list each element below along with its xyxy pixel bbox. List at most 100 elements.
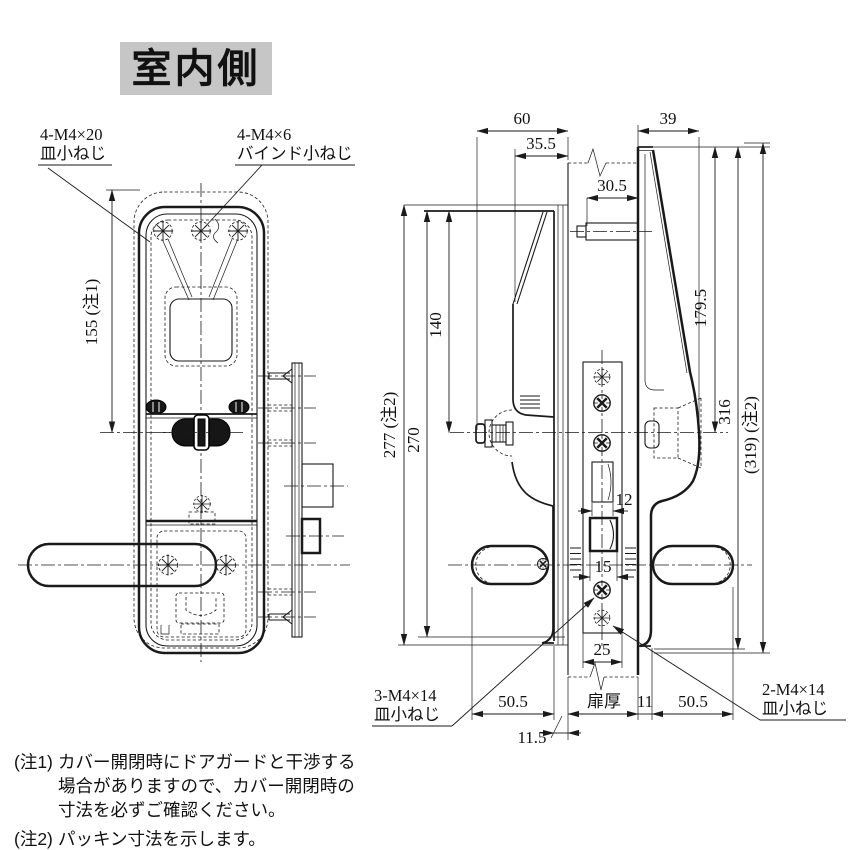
screw-icon bbox=[157, 554, 179, 576]
label-screw-top-center: 4-M4×6 バインド小ねじ bbox=[203, 125, 355, 229]
screw-icon bbox=[152, 220, 174, 242]
mounting-pin-bottom bbox=[258, 609, 316, 625]
leader-line bbox=[47, 167, 151, 243]
label-line1: 2-M4×14 bbox=[762, 680, 824, 699]
hidden-screw-icon bbox=[592, 608, 612, 628]
mounting-pin-top bbox=[258, 368, 316, 384]
faceplate-inner-lines bbox=[294, 363, 300, 637]
latch-box bbox=[301, 463, 334, 508]
note2-tag: (注2) bbox=[14, 829, 53, 849]
hidden-screw-row-3 bbox=[258, 588, 316, 596]
dimension-15: 15 bbox=[573, 552, 634, 581]
deadbolt bbox=[588, 516, 619, 553]
dimension-30-5: 30.5 bbox=[586, 176, 639, 202]
base-lower-face bbox=[541, 506, 554, 644]
cover-outline bbox=[137, 205, 266, 655]
thumbturn-knob-side bbox=[475, 419, 514, 448]
deadbolt-curve bbox=[609, 519, 615, 550]
hidden-stem bbox=[268, 439, 292, 447]
title-background bbox=[120, 42, 272, 95]
dimension-39: 39 bbox=[637, 109, 700, 452]
dimension-text-140: 140 bbox=[426, 312, 445, 338]
label-line1: 3-M4×14 bbox=[374, 686, 436, 705]
hidden-detail-box bbox=[188, 511, 216, 525]
dimension-text-11: 11 bbox=[637, 692, 653, 711]
leader-line bbox=[203, 164, 263, 229]
leader-11-5 bbox=[550, 715, 563, 739]
notes-block: (注1) カバー開閉時にドアガードと干渉する 場合がありますので、カバー開閉時の… bbox=[14, 752, 356, 849]
label-line2: バインド小ねじ bbox=[237, 144, 353, 163]
case-outline bbox=[582, 361, 623, 634]
door-section bbox=[567, 147, 640, 691]
left-grip-knob bbox=[145, 399, 167, 415]
outdoor-unit-side bbox=[638, 146, 735, 648]
knurl-ticks bbox=[495, 425, 504, 442]
knob-base bbox=[505, 421, 514, 446]
label-line1: 4-M4×20 bbox=[40, 125, 102, 144]
dimension-12: 12 bbox=[578, 490, 633, 516]
cylinder-cap bbox=[644, 420, 660, 449]
dimension-text-319: (319) (注2) bbox=[741, 396, 760, 474]
latch-bolt bbox=[591, 461, 614, 503]
page-title: 室内側 bbox=[132, 47, 261, 91]
dimension-text-15: 15 bbox=[595, 557, 612, 576]
knob-knurl bbox=[491, 424, 507, 443]
dimension-277: 277 (注2) bbox=[380, 204, 408, 646]
title-block: 室内側 bbox=[120, 42, 272, 95]
cylinder-housing-taper bbox=[677, 397, 702, 469]
knurl-lines bbox=[152, 402, 243, 412]
phillips-screw-icon bbox=[592, 393, 612, 413]
label-line2: 皿小ねじ bbox=[374, 705, 440, 724]
fixing-bolt-top bbox=[570, 198, 652, 241]
mortise-lock-case bbox=[582, 350, 623, 648]
dimension-270: 270 bbox=[404, 210, 565, 638]
cover-hidden-edge bbox=[150, 219, 253, 641]
dimension-text-35-5: 35.5 bbox=[526, 134, 556, 153]
side-grip-knobs bbox=[145, 399, 250, 415]
dimension-text-25: 25 bbox=[594, 640, 611, 659]
base-front-curve bbox=[511, 461, 554, 507]
dimension-155: 155 (注1) bbox=[82, 189, 170, 434]
dimension-140: 140 bbox=[426, 210, 453, 434]
hidden-stem bbox=[268, 588, 292, 596]
hidden-screw-icon bbox=[592, 367, 612, 387]
latch-bevel bbox=[607, 463, 612, 501]
dimension-bottom-row: 50.5 扉厚 11 50.5 11.5 bbox=[471, 587, 734, 747]
label-screw-bottom-right: 2-M4×14 皿小ねじ bbox=[612, 625, 846, 721]
cover-bevel-lines bbox=[162, 238, 238, 301]
label-screw-top-left: 4-M4×20 皿小ねじ bbox=[38, 125, 151, 243]
screw-icon bbox=[215, 554, 237, 576]
unit-front-inner-line bbox=[649, 151, 688, 374]
dimension-text-179-5: 179.5 bbox=[691, 289, 710, 327]
dimension-text-50-5-right: 50.5 bbox=[678, 692, 708, 711]
note1-line1: カバー開閉時にドアガードと干渉する bbox=[58, 752, 356, 772]
handle-screw-icon bbox=[536, 557, 550, 571]
label-line2: 皿小ねじ bbox=[762, 699, 828, 718]
hidden-screw-row-1 bbox=[258, 404, 316, 412]
dimension-text-50-5-left: 50.5 bbox=[498, 692, 528, 711]
unit-front-profile bbox=[639, 149, 701, 648]
dimension-35-5: 35.5 bbox=[514, 134, 569, 302]
dimension-text-316: 316 bbox=[715, 399, 734, 425]
phillips-screw-icon bbox=[592, 580, 612, 600]
handle-base-hidden bbox=[156, 530, 247, 638]
right-grip-knob bbox=[228, 399, 250, 415]
cover-front-face bbox=[512, 304, 555, 418]
door-hatch-left bbox=[570, 547, 581, 571]
unit-inner-wall bbox=[644, 154, 664, 391]
note1-line2: 場合がありますので、カバー開閉時の bbox=[58, 776, 355, 796]
faceplate bbox=[291, 362, 303, 638]
cover-inner-edge bbox=[145, 213, 258, 647]
dimension-25: 25 bbox=[582, 633, 623, 668]
dimension-319: (319) (注2) bbox=[654, 142, 770, 654]
leader-line bbox=[612, 625, 761, 721]
cylinder-housing bbox=[653, 407, 679, 459]
dimension-316: 316 bbox=[654, 146, 745, 650]
dimension-text-12: 12 bbox=[616, 490, 633, 509]
cover-bevel bbox=[512, 211, 548, 305]
cable-notch-squiggle bbox=[213, 218, 220, 244]
screw-icon bbox=[192, 494, 212, 514]
dimension-text-11-5: 11.5 bbox=[517, 728, 546, 747]
